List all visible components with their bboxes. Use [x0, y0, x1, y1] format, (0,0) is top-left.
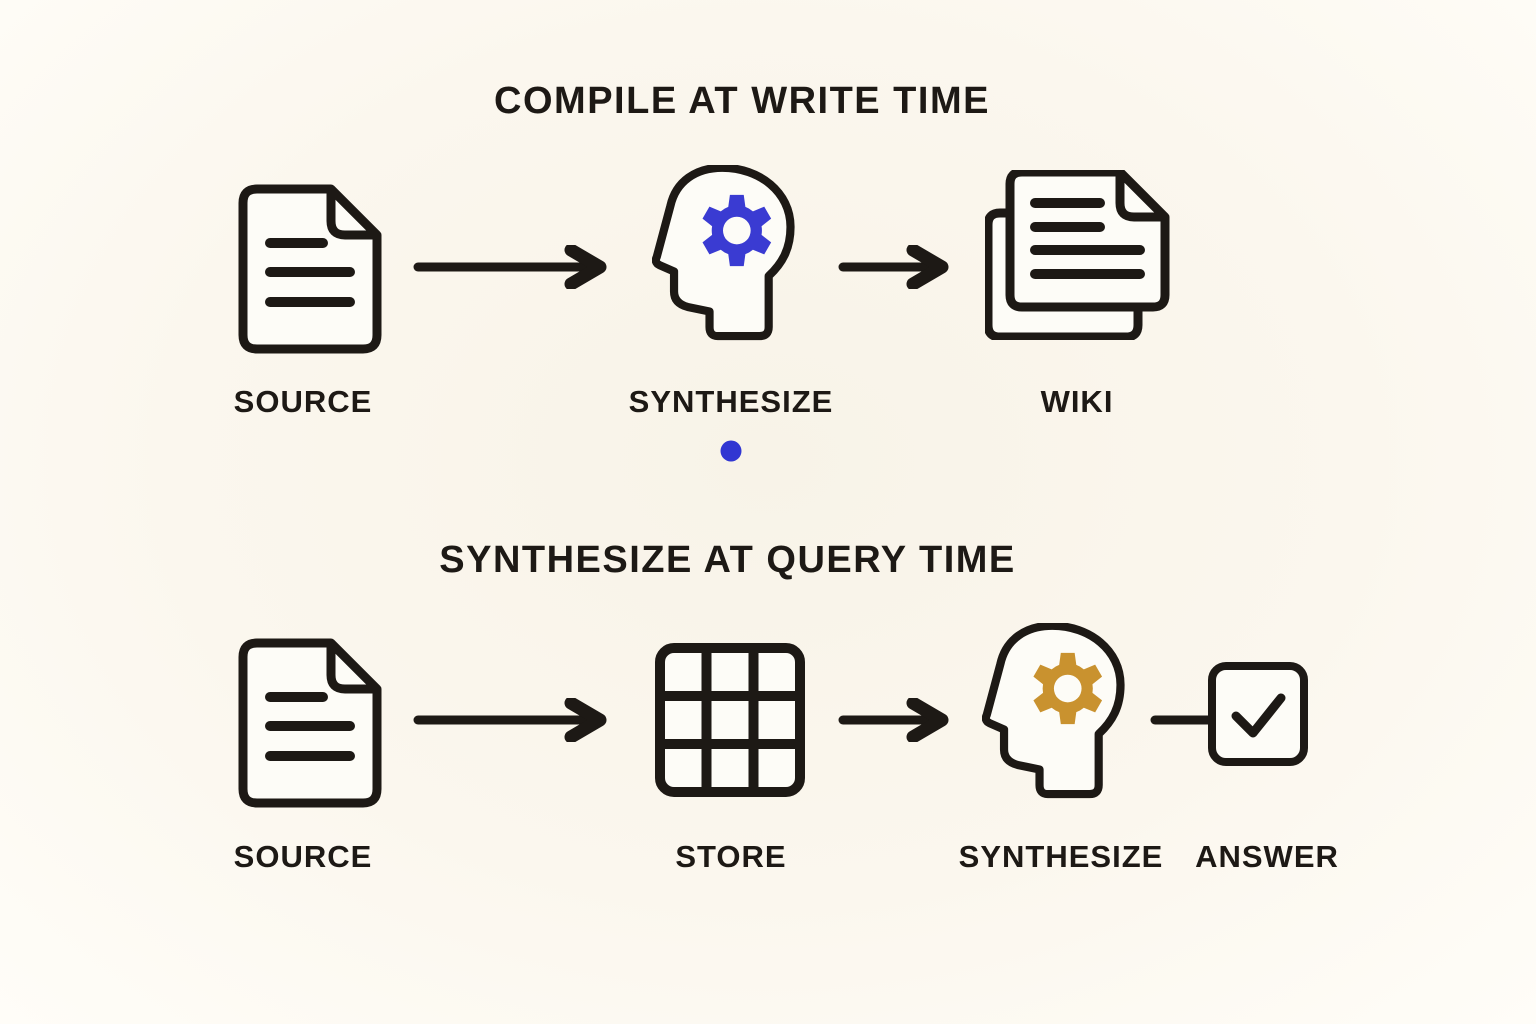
arrow-right-icon — [413, 698, 607, 742]
gear-icon — [702, 194, 772, 267]
blue-dot-icon — [720, 440, 742, 462]
section-title-synthesize-at-query-time: SYNTHESIZE AT QUERY TIME — [439, 539, 1016, 581]
step-label-wiki: WIKI — [1040, 384, 1114, 419]
gear-icon — [1033, 652, 1103, 725]
step-label-synthesize: SYNTHESIZE — [958, 839, 1164, 874]
step-label-answer: ANSWER — [1195, 839, 1339, 874]
head-gear-icon — [982, 623, 1125, 799]
arrow-right-icon — [838, 698, 949, 742]
step-label-store: STORE — [675, 839, 787, 874]
section-title-compile-at-write-time: COMPILE AT WRITE TIME — [494, 80, 990, 122]
grid-icon — [655, 643, 805, 797]
head-gear-icon — [652, 165, 795, 341]
checkbox-icon — [1208, 662, 1308, 766]
connector-line — [1150, 715, 1214, 725]
documents-stack-icon — [985, 170, 1170, 340]
step-label-source: SOURCE — [233, 839, 373, 874]
arrow-right-icon — [838, 245, 949, 289]
document-icon — [238, 638, 382, 808]
document-icon — [238, 184, 382, 354]
arrow-right-icon — [413, 245, 607, 289]
step-label-source: SOURCE — [233, 384, 373, 419]
step-label-synthesize: SYNTHESIZE — [628, 384, 834, 419]
